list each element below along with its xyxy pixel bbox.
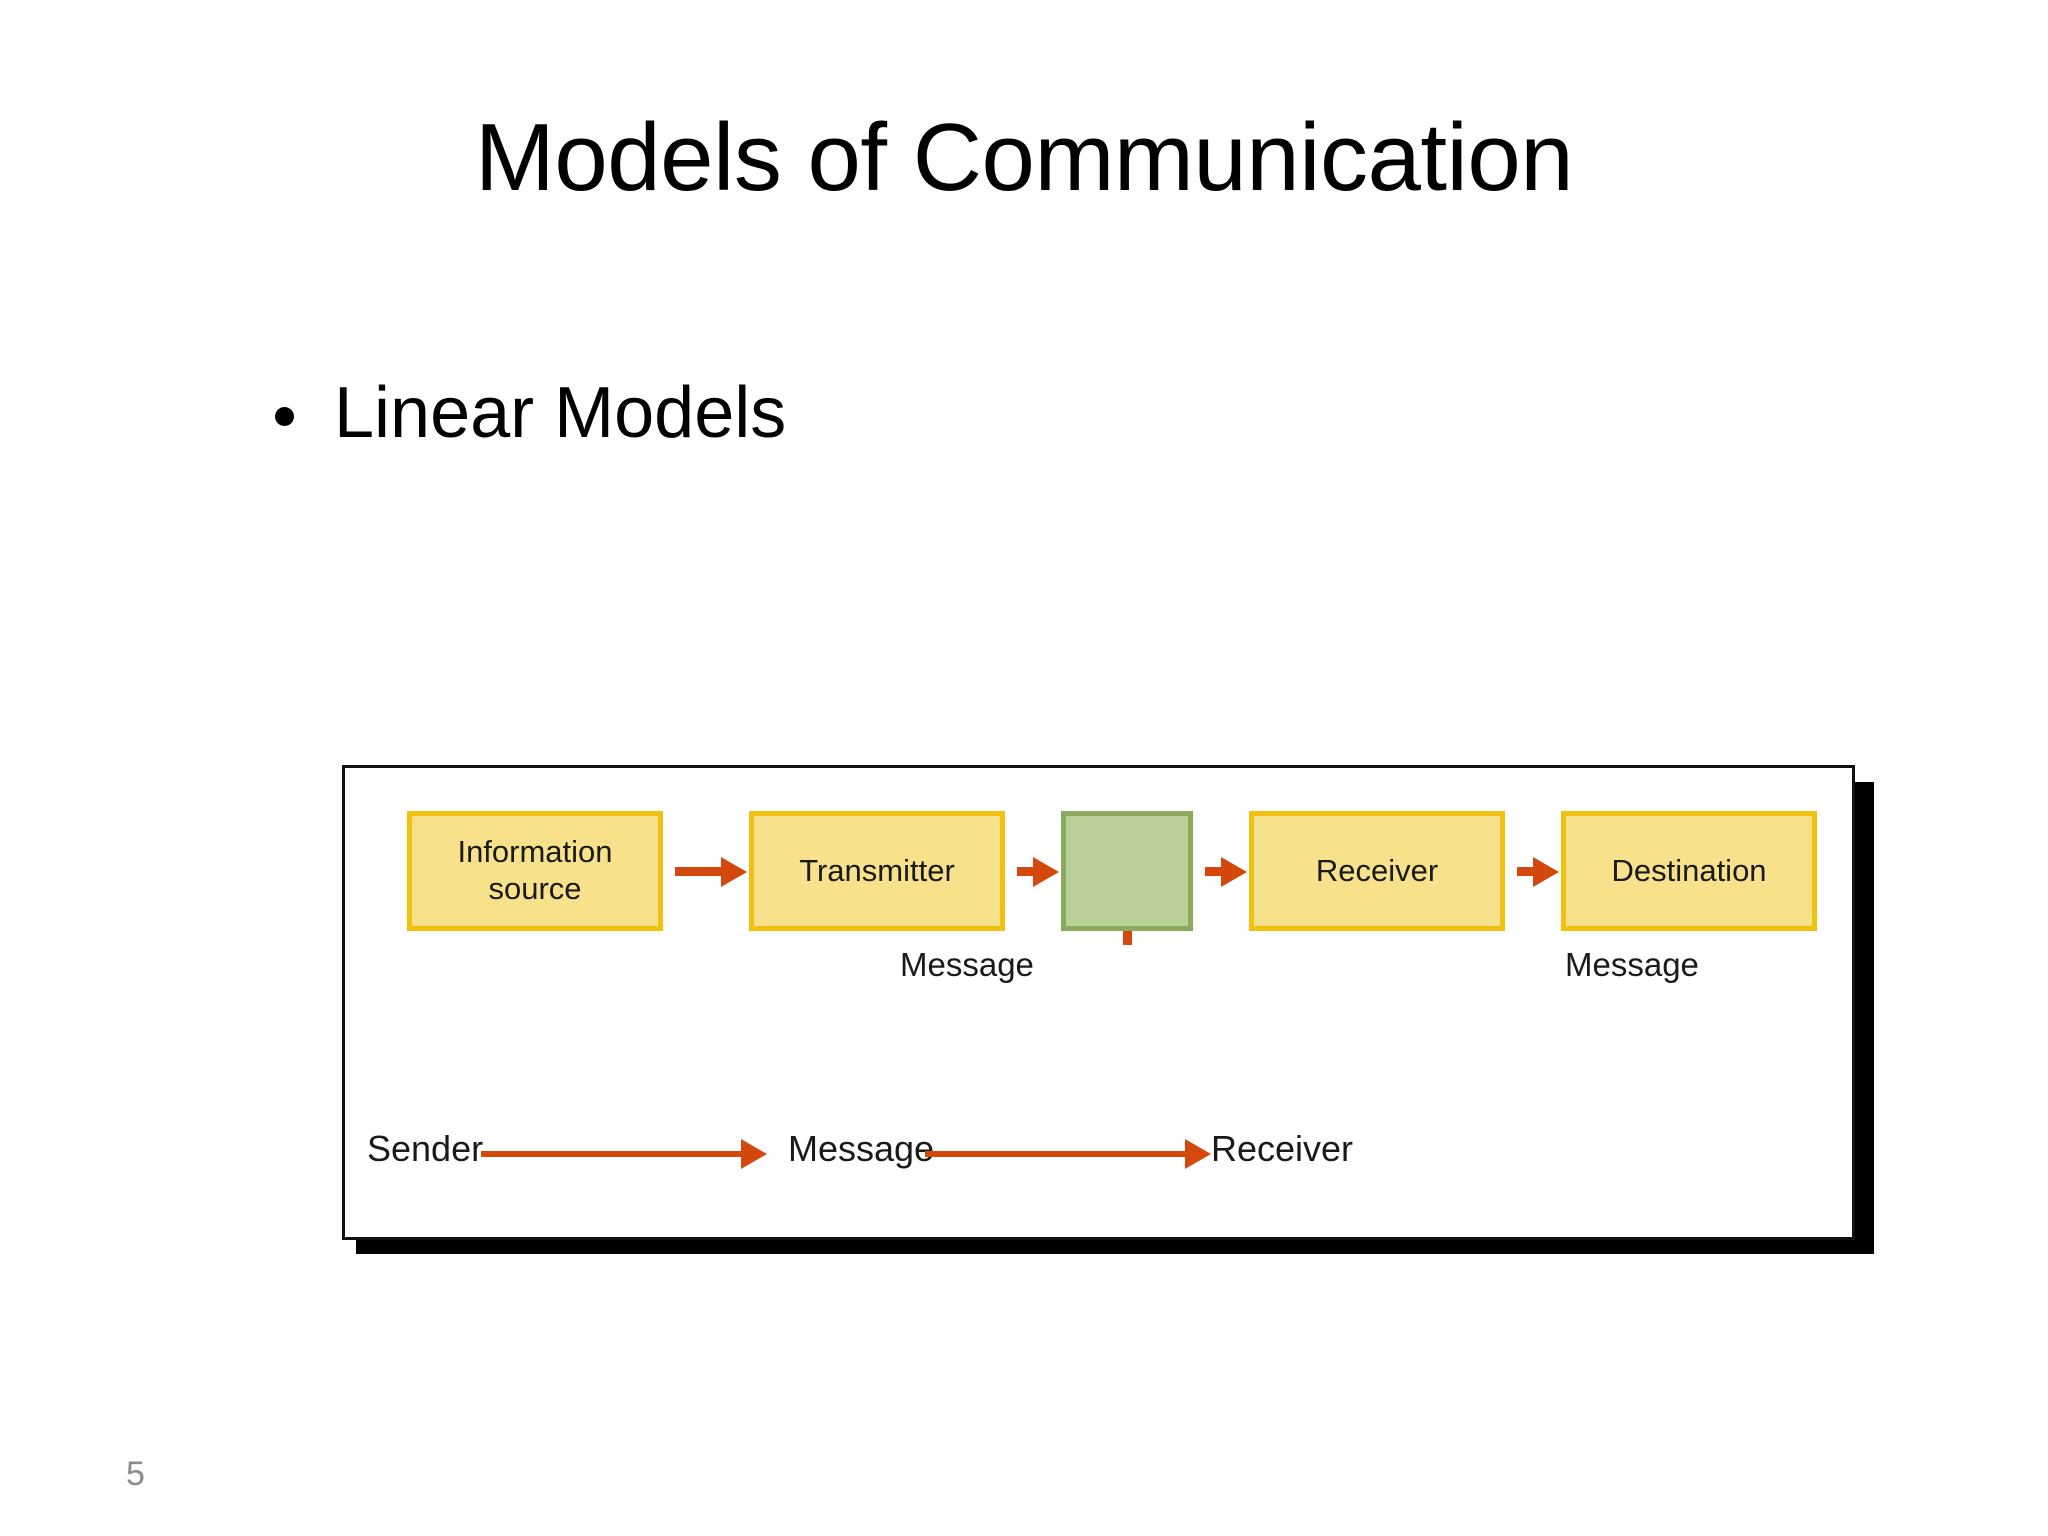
page-title: Models of Communication [474,104,1574,211]
diagram-box-label: Transmitter [799,852,955,888]
arrow-sender-to-message-icon [481,1151,747,1157]
bullet-list-item: Linear Models [275,373,787,453]
diagram-box-receiver: Receiver [1249,811,1505,931]
diagram-box-label: Information source [457,834,613,906]
linear-models-diagram: Information source Transmitter Receiver … [342,765,1855,1240]
diagram-box-label: Destination [1611,852,1767,888]
bullet-marker-icon [275,407,294,427]
diagram-canvas: Information source Transmitter Receiver … [345,768,1852,1237]
page-number: 5 [126,1455,145,1493]
caption-message-left: Message [900,946,1034,983]
caption-message-right: Message [1565,946,1699,983]
arrow-message-to-receiver-icon [925,1151,1191,1157]
diagram-box-channel-blank [1061,811,1193,931]
diagram-box-destination: Destination [1561,811,1817,931]
diagram-box-transmitter: Transmitter [749,811,1005,931]
arrow-source-to-transmitter-icon [675,867,727,876]
linear-label-message: Message [788,1128,935,1169]
diagram-box-information-source: Information source [407,811,663,931]
arrow-transmitter-to-channel-icon [1017,867,1039,876]
linear-label-receiver: Receiver [1211,1128,1354,1169]
arrow-channel-to-receiver-icon [1205,867,1227,876]
bullet-item-label: Linear Models [334,373,787,453]
diagram-box-label: Receiver [1315,852,1439,888]
arrow-receiver-to-destination-icon [1517,867,1539,876]
noise-source-stub-icon [1123,931,1132,945]
linear-label-sender: Sender [367,1128,484,1169]
